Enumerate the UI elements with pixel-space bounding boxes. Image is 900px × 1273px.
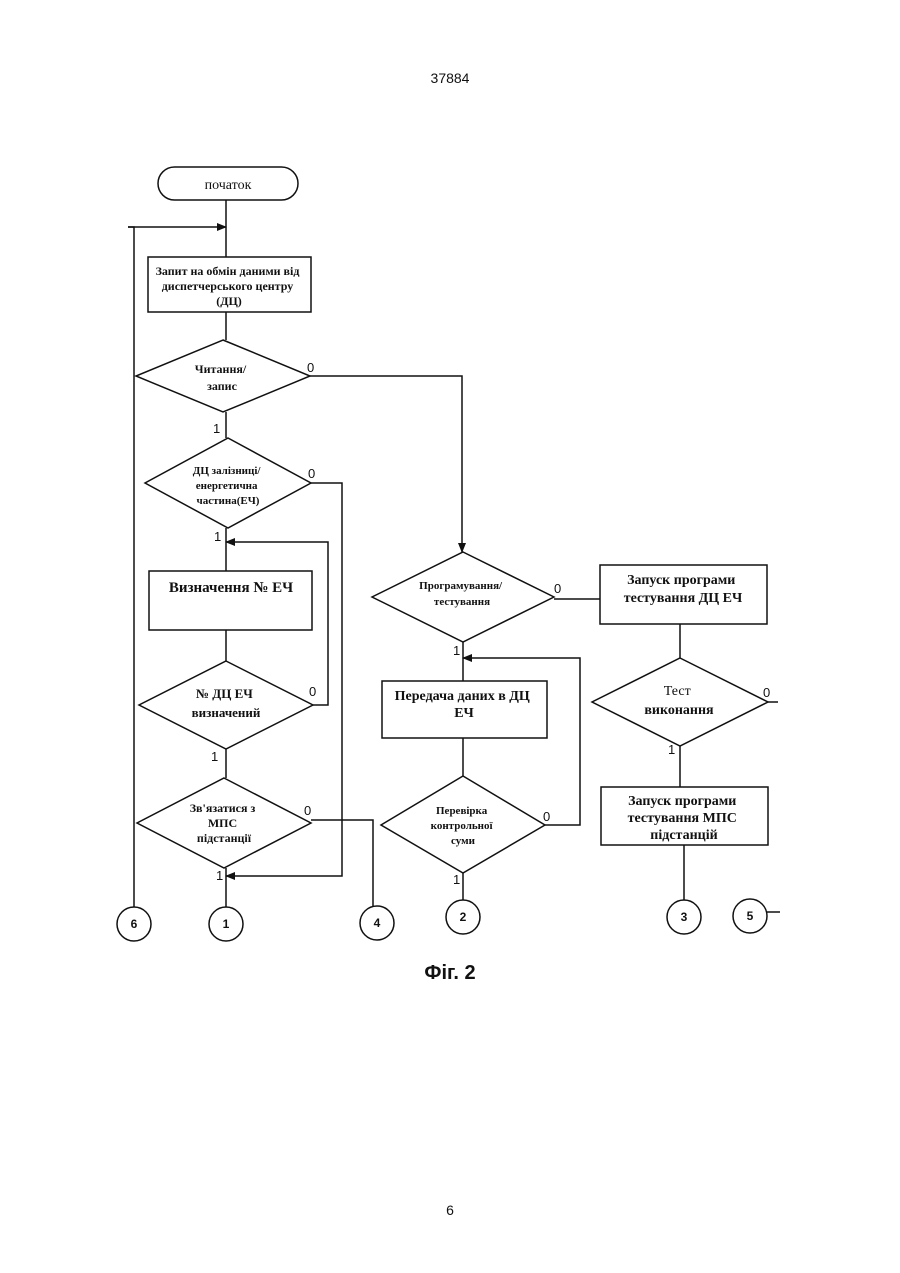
branch-label-ed-0: 0 xyxy=(309,684,316,699)
branch-label-pt-1: 1 xyxy=(453,643,460,658)
connector-6-label: 6 xyxy=(131,917,138,931)
branch-label-cm-0: 0 xyxy=(304,803,311,818)
branch-label-re-1: 1 xyxy=(214,529,221,544)
ech-determined-label: № ДЦ ЕЧ визначений xyxy=(192,686,261,720)
connector-3-label: 3 xyxy=(681,910,688,924)
read-write-decision xyxy=(136,340,310,412)
start-label: початок xyxy=(205,178,252,193)
connector-2-label: 2 xyxy=(460,910,467,924)
branch-line-cs-0 xyxy=(463,658,580,825)
branch-label-ed-1: 1 xyxy=(211,749,218,764)
request-label: Запит на обмін даними від диспетчерськог… xyxy=(156,264,303,308)
determine-ech-label: Визначення № ЕЧ xyxy=(169,580,293,596)
page-number-bottom: 6 xyxy=(0,1202,900,1218)
launch-test-dc-label: Запуск програми тестування ДЦ ЕЧ xyxy=(624,573,743,606)
branch-label-td-0: 0 xyxy=(763,685,770,700)
figure-caption: Фіг. 2 xyxy=(0,962,900,985)
branch-label-pt-0: 0 xyxy=(554,581,561,596)
checksum-label: Перевірка контрольної суми xyxy=(431,805,496,847)
prog-test-label: Програмування/ тестування xyxy=(419,580,505,608)
connector-1-label: 1 xyxy=(223,917,230,931)
test-done-label: Тест виконання xyxy=(644,684,714,718)
branch-label-cs-0: 0 xyxy=(543,809,550,824)
branch-label-re-0: 0 xyxy=(308,466,315,481)
branch-label-cs-1: 1 xyxy=(453,872,460,887)
test-done-decision xyxy=(592,658,768,746)
connector-5-label: 5 xyxy=(747,909,754,923)
branch-label-td-1: 1 xyxy=(668,742,675,757)
contact-mps-label: Зв'язатися з МПС підстанції xyxy=(190,801,259,845)
transfer-label: Передача даних в ДЦ ЕЧ xyxy=(395,689,534,721)
launch-test-mps-label: Запуск програми тестування МПС підстанці… xyxy=(628,794,741,843)
connector-4-label: 4 xyxy=(374,916,381,930)
loop-line-6 xyxy=(128,227,134,907)
branch-line-rw-0 xyxy=(310,376,462,552)
branch-label-rw-1: 1 xyxy=(213,421,220,436)
branch-label-cm-1: 1 xyxy=(216,868,223,883)
rail-energy-label: ДЦ залізниці/ енергетична частина(ЕЧ) xyxy=(193,465,263,507)
branch-label-rw-0: 0 xyxy=(307,360,314,375)
read-write-label: Читання/ запис xyxy=(195,362,249,393)
